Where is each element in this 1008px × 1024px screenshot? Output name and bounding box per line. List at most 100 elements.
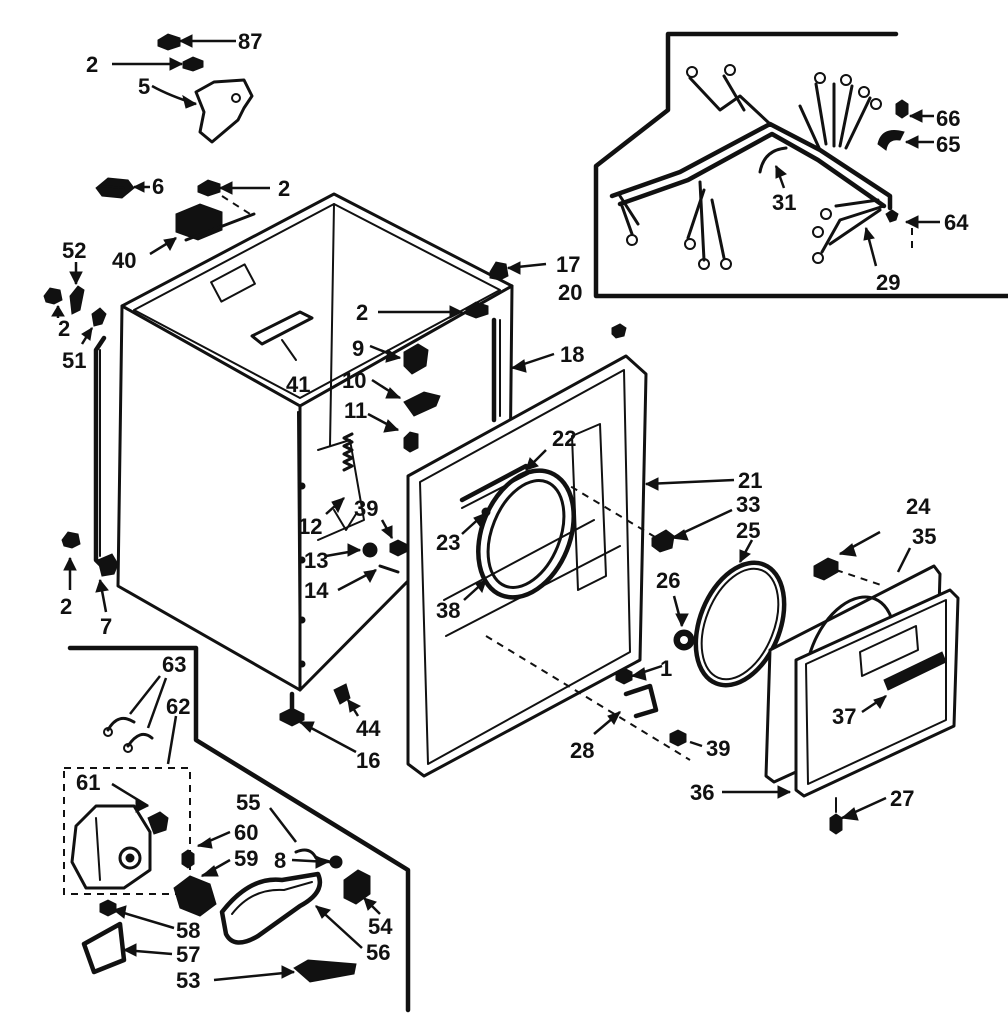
label-28: 28 bbox=[570, 738, 594, 763]
screw-part-2-e bbox=[61, 531, 81, 549]
leader-2-top bbox=[112, 57, 184, 71]
leader-2-b bbox=[218, 181, 270, 195]
dashed-guide-38 bbox=[485, 635, 691, 761]
motor-frame bbox=[67, 645, 411, 1013]
leader-38 bbox=[463, 579, 487, 601]
label-60: 60 bbox=[234, 820, 258, 845]
leader-36 bbox=[722, 785, 792, 799]
label-41: 41 bbox=[286, 372, 310, 397]
leader-87 bbox=[178, 34, 236, 48]
label-2-c: 2 bbox=[58, 316, 70, 341]
leader-29 bbox=[863, 226, 878, 267]
label-13: 13 bbox=[304, 548, 328, 573]
bracket-part-5 bbox=[194, 78, 254, 144]
bracket-part-53 bbox=[293, 959, 357, 983]
label-39-b: 39 bbox=[706, 736, 730, 761]
clip-part-6 bbox=[95, 177, 135, 199]
door-seal-part-25 bbox=[693, 560, 787, 688]
leader-54 bbox=[363, 897, 381, 915]
leader-10 bbox=[371, 378, 402, 400]
label-6: 6 bbox=[152, 174, 164, 199]
switch-part-40 bbox=[175, 203, 256, 242]
idler-pulley-part-54 bbox=[343, 869, 371, 905]
label-61: 61 bbox=[76, 770, 100, 795]
label-21: 21 bbox=[738, 468, 762, 493]
dashed-guide-2b bbox=[221, 195, 251, 215]
label-53: 53 bbox=[176, 968, 200, 993]
label-2-e: 2 bbox=[60, 594, 72, 619]
leader-63 bbox=[129, 675, 168, 729]
dashed-guide-24 bbox=[835, 569, 885, 587]
screw-part-2-d bbox=[465, 301, 489, 319]
label-44: 44 bbox=[356, 716, 381, 741]
leader-14 bbox=[337, 568, 377, 592]
label-18: 18 bbox=[560, 342, 584, 367]
leader-52 bbox=[69, 262, 83, 286]
label-20: 20 bbox=[558, 280, 582, 305]
roller-part-13 bbox=[362, 542, 378, 558]
hinge-part-7 bbox=[97, 553, 119, 577]
leader-23 bbox=[461, 513, 485, 535]
label-26: 26 bbox=[656, 568, 680, 593]
label-16: 16 bbox=[356, 748, 380, 773]
leader-39-b bbox=[689, 740, 703, 748]
leader-25 bbox=[738, 539, 754, 564]
leader-44 bbox=[346, 699, 362, 717]
cabinet-body bbox=[116, 192, 514, 692]
leader-27 bbox=[840, 796, 887, 821]
leader-22 bbox=[525, 449, 547, 471]
leader-24 bbox=[838, 530, 881, 557]
part-number-labels: 87 2 5 6 2 40 52 2 51 41 17 20 2 9 10 11… bbox=[58, 29, 969, 993]
label-38: 38 bbox=[436, 598, 460, 623]
latch-strap-part-51 bbox=[93, 335, 109, 573]
leader-21 bbox=[644, 477, 735, 491]
leader-2-d bbox=[378, 305, 464, 319]
leader-28 bbox=[593, 711, 621, 735]
leader-56 bbox=[315, 905, 363, 949]
door-handle-part-37 bbox=[883, 651, 947, 691]
leader-35 bbox=[896, 547, 912, 573]
screw-part-1 bbox=[615, 667, 633, 685]
leader-16 bbox=[298, 720, 357, 754]
leader-7 bbox=[95, 578, 109, 613]
label-31: 31 bbox=[772, 190, 796, 215]
foot-part-17 bbox=[489, 261, 509, 281]
leader-39-a bbox=[380, 519, 394, 540]
label-51: 51 bbox=[62, 348, 86, 373]
clamp-part-65 bbox=[877, 130, 905, 151]
leader-6 bbox=[132, 181, 150, 193]
leader-60 bbox=[196, 830, 231, 849]
leader-59 bbox=[200, 858, 231, 878]
panel-strip-part-18 bbox=[491, 317, 501, 423]
label-2-b: 2 bbox=[278, 176, 290, 201]
leader-5 bbox=[151, 84, 198, 109]
label-1: 1 bbox=[660, 656, 672, 681]
dashed-guide-22 bbox=[559, 479, 661, 541]
wire-harness-part-29 bbox=[609, 64, 893, 270]
label-29: 29 bbox=[876, 270, 900, 295]
bracket-part-9 bbox=[403, 343, 429, 375]
leader-1 bbox=[630, 664, 663, 681]
screw-part-39-a bbox=[389, 539, 407, 557]
leader-12 bbox=[325, 497, 345, 515]
leader-18 bbox=[510, 352, 555, 373]
leader-64 bbox=[904, 215, 940, 229]
screw-part-2-top bbox=[182, 56, 204, 72]
label-54: 54 bbox=[368, 914, 393, 939]
label-12: 12 bbox=[298, 514, 322, 539]
front-panel-part-21 bbox=[406, 354, 648, 778]
label-23: 23 bbox=[436, 530, 460, 555]
label-66: 66 bbox=[936, 106, 960, 131]
leader-55 bbox=[269, 807, 297, 843]
label-59: 59 bbox=[234, 846, 258, 871]
label-33: 33 bbox=[736, 492, 760, 517]
label-7: 7 bbox=[100, 614, 112, 639]
label-58: 58 bbox=[176, 918, 200, 943]
leader-58 bbox=[112, 905, 175, 930]
label-87: 87 bbox=[238, 29, 262, 54]
label-39-a: 39 bbox=[354, 496, 378, 521]
screw-part-66 bbox=[895, 99, 909, 119]
grommet-part-26 bbox=[673, 629, 695, 651]
